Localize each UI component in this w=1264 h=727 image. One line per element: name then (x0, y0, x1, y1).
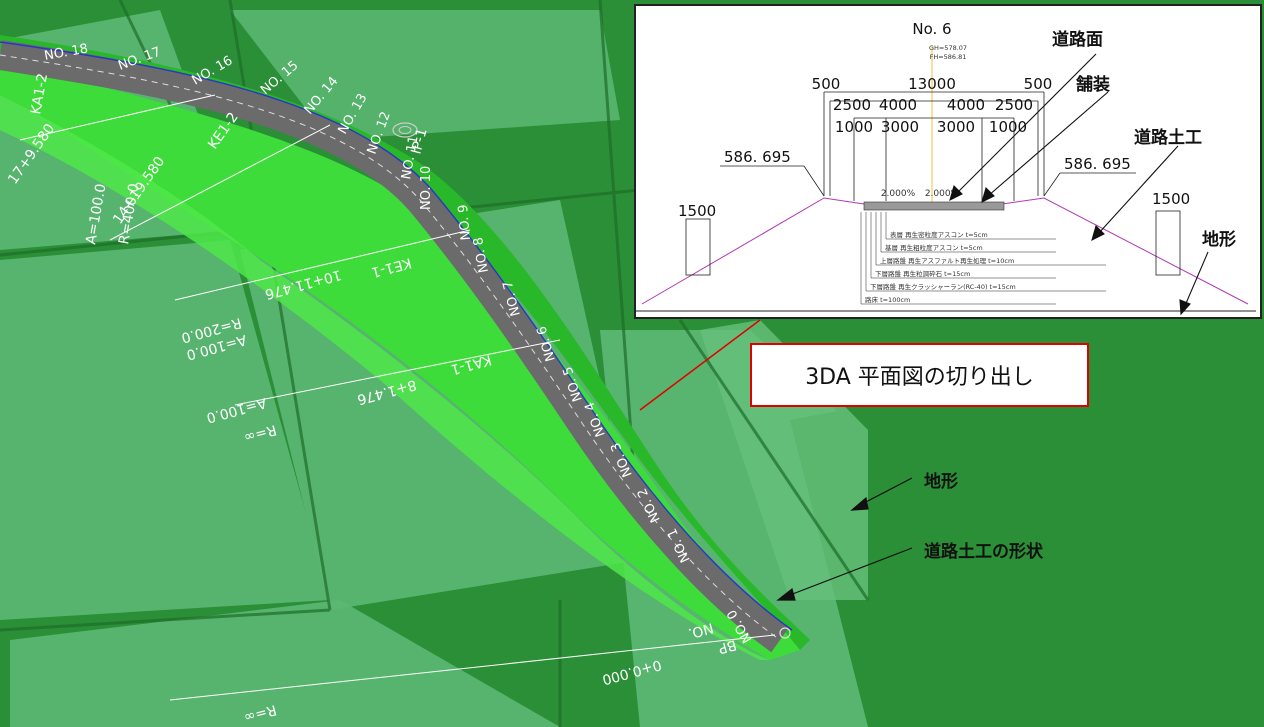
section-title: No. 6 (912, 20, 951, 38)
label-earthwork-shape: 道路土工の形状 (924, 542, 1043, 562)
label-road-surface: 道路面 (1052, 30, 1103, 50)
alignment-lines (19, 94, 776, 701)
earthwork-slope-lower (0, 95, 770, 660)
annotation-arrows (776, 477, 913, 601)
side-right: 1500 (1152, 190, 1190, 208)
callout-leader (639, 319, 761, 411)
ip-marker-icon (392, 122, 418, 138)
ka1-2-label: KA1-2 (28, 72, 51, 116)
svg-text:下層路盤 再生クラッシャーラン(RC-40) t=15c: 下層路盤 再生クラッシャーラン(RC-40) t=15cm (870, 282, 1016, 291)
terrain-block (230, 10, 620, 140)
dims-row3: 1000 3000 3000 1000 (835, 118, 1027, 136)
svg-text:1000: 1000 (835, 118, 873, 136)
cutout-callout-box: 3DA 平面図の切り出し (750, 343, 1089, 407)
terrain-block (0, 240, 330, 620)
side-left: 1500 (678, 202, 716, 220)
svg-text:基層 再生粗粒度アスコン t=5cm: 基層 再生粗粒度アスコン t=5cm (885, 243, 983, 252)
elev-right: 586. 695 (1064, 155, 1131, 173)
slope-left: 2.000% (881, 189, 916, 199)
svg-text:4000: 4000 (947, 96, 985, 114)
svg-text:3000: 3000 (881, 118, 919, 136)
pavement-layers-drawing (863, 201, 1005, 211)
svg-text:1000: 1000 (989, 118, 1027, 136)
svg-text:表層 再生密粒度アスコン t=5cm: 表層 再生密粒度アスコン t=5cm (890, 230, 988, 239)
shoulder-left: 500 (812, 75, 841, 93)
shoulder-right: 500 (1024, 75, 1053, 93)
cross-section-drawing: No. 6 GH=578.07 FH=586.81 13000 500 500 … (636, 20, 1256, 316)
pavement-layer-notes: 表層 再生密粒度アスコン t=5cm 基層 再生粗粒度アスコン t=5cm 上層… (865, 230, 1016, 304)
earthwork-slope (0, 60, 800, 660)
svg-text:下層路盤 再生粒調砕石 t=15cm: 下層路盤 再生粒調砕石 t=15cm (875, 269, 970, 278)
label-terrain-main: 地形 (924, 472, 958, 492)
svg-text:4000: 4000 (879, 96, 917, 114)
svg-text:2500: 2500 (833, 96, 871, 114)
svg-text:路床 t=100cm: 路床 t=100cm (865, 295, 910, 304)
cross-section-inset: No. 6 GH=578.07 FH=586.81 13000 500 500 … (634, 4, 1262, 319)
label-terrain-inset: 地形 (1202, 230, 1236, 250)
elev-left: 586. 695 (724, 148, 791, 166)
section-fh: FH=586.81 (930, 53, 967, 61)
bp-marker-icon (779, 627, 791, 639)
width-total: 13000 (908, 75, 956, 93)
svg-text:2500: 2500 (995, 96, 1033, 114)
slope-right: 2.000% (925, 189, 960, 199)
station-label: NO. 9 (456, 204, 474, 241)
label-pavement: 舗装 (1076, 75, 1110, 95)
road-edge (0, 41, 793, 631)
section-gh: GH=578.07 (929, 44, 967, 52)
svg-text:3000: 3000 (937, 118, 975, 136)
svg-text:上層路盤 再生アスファルト再生処理 t=10cm: 上層路盤 再生アスファルト再生処理 t=10cm (880, 256, 1014, 265)
dims-row2: 2500 4000 4000 2500 (833, 96, 1033, 114)
road-centerline (0, 54, 781, 641)
station-label: NO. 8 (471, 236, 492, 274)
terrain-block (10, 600, 560, 727)
bp-label: BP (717, 636, 739, 656)
ip1-label: IP-1 (408, 127, 430, 156)
callout-text: 3DA 平面図の切り出し (805, 365, 1034, 390)
earthwork-slope-upper (0, 35, 810, 650)
label-earthwork-inset: 道路土工 (1134, 128, 1202, 148)
bp-no-label: NO. (686, 619, 715, 641)
station-label: NO. 10 (419, 166, 434, 210)
